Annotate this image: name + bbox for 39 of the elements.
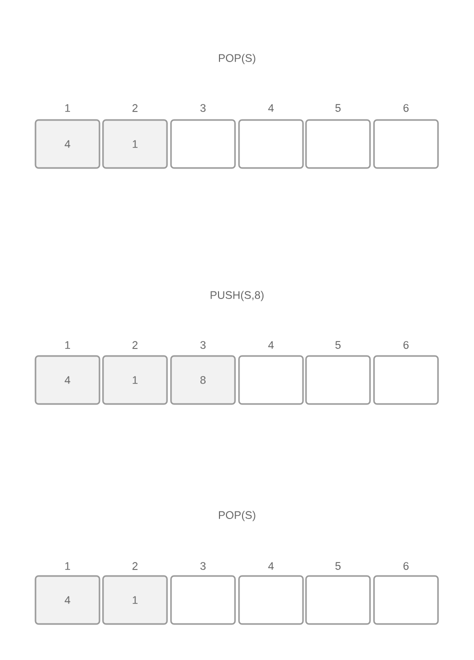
stack-cell	[373, 355, 439, 405]
stack-cell	[170, 575, 236, 625]
index-label: 2	[132, 562, 138, 570]
index-label: 5	[335, 562, 341, 570]
stack-cell: 1	[102, 119, 168, 169]
index-label: 1	[65, 562, 70, 570]
index-label: 4	[268, 562, 274, 570]
operation-title: POP(S)	[218, 510, 256, 522]
stack-cell	[373, 575, 439, 625]
index-label: 4	[268, 104, 274, 112]
stack-cell	[238, 575, 304, 625]
index-label: 2	[132, 341, 138, 349]
index-label: 3	[200, 562, 206, 570]
operation-title: POP(S)	[218, 54, 256, 64]
stack-cell	[373, 119, 439, 169]
stack-cell	[305, 355, 371, 405]
index-label: 6	[404, 104, 409, 112]
index-label: 4	[268, 341, 274, 349]
stack-cell	[305, 575, 371, 625]
stack-cell	[305, 119, 371, 169]
index-label: 5	[335, 104, 341, 112]
stack-cell: 1	[102, 355, 168, 405]
index-label: 1	[65, 104, 70, 112]
index-label: 3	[200, 104, 206, 112]
stack-cell: 4	[34, 119, 100, 169]
stack-cell	[170, 119, 236, 169]
stack-cell	[238, 355, 304, 405]
index-label: 6	[404, 341, 409, 349]
index-label: 1	[65, 341, 70, 349]
operation-title: PUSH(S,8)	[210, 290, 264, 302]
index-label: 6	[404, 562, 409, 570]
index-label: 2	[132, 104, 138, 112]
stack-cell: 1	[102, 575, 168, 625]
stack-cell: 4	[34, 575, 100, 625]
stack-cell: 4	[34, 355, 100, 405]
index-label: 3	[200, 341, 206, 349]
index-label: 5	[335, 341, 341, 349]
stack-cell: 8	[170, 355, 236, 405]
stack-cell	[238, 119, 304, 169]
